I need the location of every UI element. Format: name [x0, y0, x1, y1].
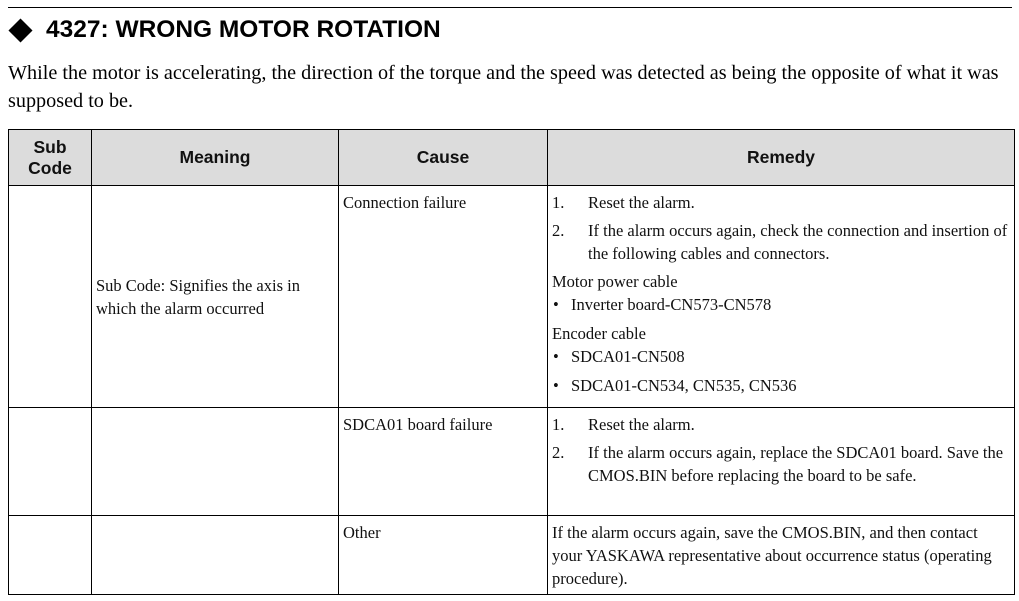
remedy-step: 2. If the alarm occurs again, check the …: [552, 219, 1010, 265]
bullet-icon: •: [553, 376, 559, 395]
sub-code-cell: [8, 515, 92, 595]
step-text: Reset the alarm.: [588, 415, 695, 434]
cause-cell: Other: [338, 515, 548, 595]
step-number: 1.: [552, 193, 565, 212]
diamond-bullet-icon: [8, 17, 33, 43]
header-meaning: Meaning: [91, 129, 339, 186]
remedy-step: 1. Reset the alarm.: [552, 191, 1010, 214]
step-number: 2.: [552, 221, 565, 240]
alarm-heading: 4327: WRONG MOTOR ROTATION: [8, 13, 441, 47]
sub-code-cell: [8, 185, 92, 408]
cable-group-title: Motor power cable: [552, 272, 678, 291]
meaning-cell: [91, 407, 339, 516]
step-number: 1.: [552, 415, 565, 434]
alarm-table: Sub Code Meaning Cause Remedy Sub Code: …: [8, 129, 1015, 595]
step-number: 2.: [552, 443, 565, 462]
alarm-description: While the motor is accelerating, the dir…: [8, 62, 999, 112]
cause-cell: Connection failure: [338, 185, 548, 408]
sub-code-cell: [8, 407, 92, 516]
header-sub-code: Sub Code: [8, 129, 92, 186]
table-header-row: Sub Code Meaning Cause Remedy: [8, 129, 1015, 186]
cable-list-item: • Inverter board-CN573-CN578: [552, 293, 1010, 316]
cable-group-title: Encoder cable: [552, 324, 646, 343]
remedy-cell: 1. Reset the alarm. 2. If the alarm occu…: [547, 407, 1015, 516]
header-remedy: Remedy: [547, 129, 1015, 186]
cable-list-item: • SDCA01-CN508: [552, 345, 1010, 368]
remedy-cell: 1. Reset the alarm. 2. If the alarm occu…: [547, 185, 1015, 408]
top-rule: [8, 7, 1012, 8]
meaning-cell: Sub Code: Signifies the axis in which th…: [91, 185, 339, 408]
remedy-cell: If the alarm occurs again, save the CMOS…: [547, 515, 1015, 595]
bullet-icon: •: [553, 295, 559, 314]
table-row: SDCA01 board failure 1. Reset the alarm.…: [8, 407, 1015, 516]
table-row: Sub Code: Signifies the axis in which th…: [8, 185, 1015, 408]
alarm-title: 4327: WRONG MOTOR ROTATION: [46, 16, 441, 43]
step-text: If the alarm occurs again, replace the S…: [588, 443, 1004, 485]
table-row: Other If the alarm occurs again, save th…: [8, 515, 1015, 595]
header-cause: Cause: [338, 129, 548, 186]
cable-item-text: SDCA01-CN534, CN535, CN536: [571, 376, 797, 395]
remedy-text: If the alarm occurs again, save the CMOS…: [552, 523, 992, 588]
remedy-step: 2. If the alarm occurs again, replace th…: [552, 441, 1010, 487]
cause-cell: SDCA01 board failure: [338, 407, 548, 516]
meaning-cell: [91, 515, 339, 595]
step-text: If the alarm occurs again, check the con…: [588, 221, 1008, 263]
cable-item-text: SDCA01-CN508: [571, 347, 685, 366]
remedy-step: 1. Reset the alarm.: [552, 413, 1010, 436]
step-text: Reset the alarm.: [588, 193, 695, 212]
bullet-icon: •: [553, 347, 559, 366]
cable-item-text: Inverter board-CN573-CN578: [571, 295, 772, 314]
cable-list-item: • SDCA01-CN534, CN535, CN536: [552, 374, 1010, 397]
